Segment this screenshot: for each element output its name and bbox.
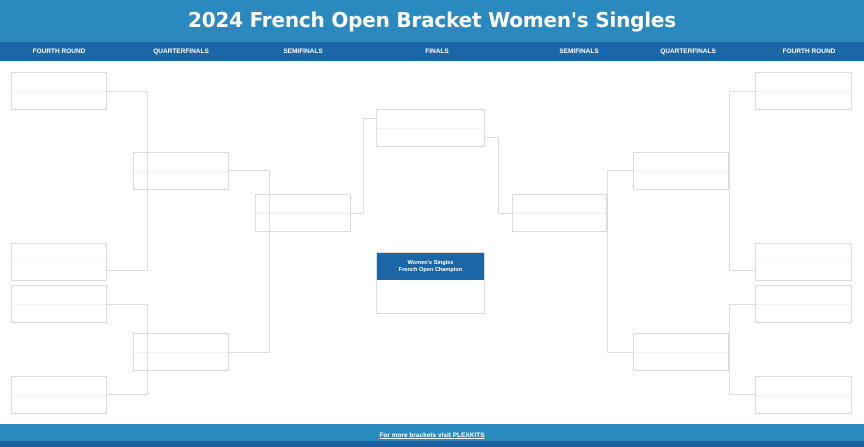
match-left-r16-2[interactable] — [11, 243, 107, 281]
round-label-finals: FINALS — [425, 48, 449, 55]
slot-divider — [756, 304, 851, 305]
rounds-header: FOURTH ROUND QUARTERFINALS SEMIFINALS FI… — [0, 41, 864, 61]
champion-header: Women's Singles French Open Champion — [377, 253, 484, 280]
connector — [363, 118, 364, 214]
round-label-left-fourth-round: FOURTH ROUND — [32, 48, 86, 55]
slot-divider — [256, 213, 350, 214]
slot-divider — [12, 304, 106, 305]
connector — [107, 394, 147, 395]
champion-label-line1: Women's Singles — [407, 259, 454, 266]
slot-divider — [134, 352, 228, 353]
connector — [229, 170, 269, 171]
slot-divider — [12, 262, 106, 263]
round-label-left-semifinals: SEMIFINALS — [283, 48, 323, 55]
round-label-right-fourth-round: FOURTH ROUND — [782, 48, 836, 55]
match-right-r16-4[interactable] — [755, 376, 852, 414]
slot-divider — [377, 128, 484, 129]
plexkits-link[interactable]: For more brackets visit PLEXKITS — [379, 432, 485, 439]
connector — [107, 270, 147, 271]
connector — [351, 213, 363, 214]
connector — [498, 213, 512, 214]
slot-divider — [134, 171, 228, 172]
connector — [107, 304, 147, 305]
page-title: 2024 French Open Bracket Women's Singles — [0, 0, 864, 41]
match-right-sf[interactable] — [512, 194, 607, 232]
connector — [729, 304, 730, 395]
match-left-qf-1[interactable] — [133, 152, 229, 190]
connector — [147, 304, 148, 395]
match-right-qf-2[interactable] — [633, 333, 729, 371]
footer: For more brackets visit PLEXKITS — [0, 424, 864, 441]
slot-divider — [756, 395, 851, 396]
match-final[interactable] — [376, 109, 485, 147]
connector — [729, 270, 755, 271]
connector — [607, 170, 633, 171]
connector — [607, 352, 633, 353]
slot-divider — [12, 91, 106, 92]
slot-divider — [756, 262, 851, 263]
connector — [229, 352, 269, 353]
match-left-r16-1[interactable] — [11, 72, 107, 110]
connector — [363, 118, 376, 119]
connector — [729, 91, 730, 271]
slot-divider — [12, 395, 106, 396]
slot-divider — [634, 352, 728, 353]
connector — [729, 394, 755, 395]
slot-divider — [634, 171, 728, 172]
round-label-left-quarterfinals: QUARTERFINALS — [153, 48, 209, 55]
match-left-r16-3[interactable] — [11, 285, 107, 323]
match-right-r16-1[interactable] — [755, 72, 852, 110]
match-right-r16-3[interactable] — [755, 285, 852, 323]
connector — [107, 91, 147, 92]
connector — [269, 170, 270, 353]
match-left-r16-4[interactable] — [11, 376, 107, 414]
footer-strip — [0, 441, 864, 447]
champion-box[interactable]: Women's Singles French Open Champion — [376, 252, 485, 314]
match-left-sf[interactable] — [255, 194, 351, 232]
connector — [607, 170, 608, 353]
connector — [485, 137, 498, 138]
round-label-right-semifinals: SEMIFINALS — [559, 48, 599, 55]
slot-divider — [756, 91, 851, 92]
round-label-right-quarterfinals: QUARTERFINALS — [660, 48, 716, 55]
connector — [147, 91, 148, 271]
match-right-r16-2[interactable] — [755, 243, 852, 281]
champion-label-line2: French Open Champion — [398, 266, 463, 273]
match-left-qf-2[interactable] — [133, 333, 229, 371]
connector — [729, 91, 755, 92]
connector — [498, 137, 499, 214]
connector — [729, 304, 755, 305]
slot-divider — [513, 213, 606, 214]
match-right-qf-1[interactable] — [633, 152, 729, 190]
